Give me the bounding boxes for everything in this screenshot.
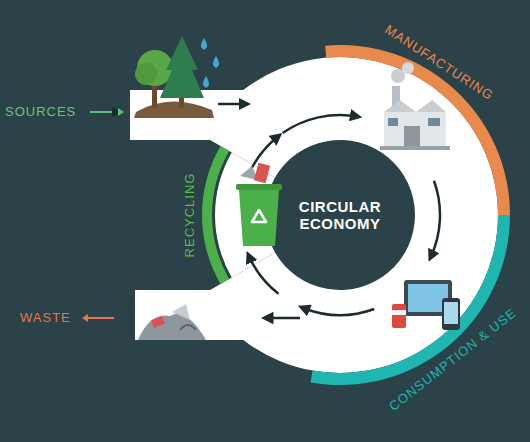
flow-arrow bbox=[218, 103, 246, 106]
recycling-band bbox=[202, 146, 229, 284]
manufacturing-band bbox=[325, 45, 510, 215]
sources-illustration bbox=[134, 36, 219, 118]
waste-pile bbox=[138, 304, 206, 340]
waste-arrowhead bbox=[82, 314, 88, 322]
recycling-bin bbox=[236, 163, 282, 246]
flow-arrow bbox=[266, 317, 300, 320]
center-title: CIRCULAR ECONOMY bbox=[285, 198, 395, 233]
stage-label: RECYCLING bbox=[183, 173, 197, 258]
flow-arrow bbox=[283, 115, 358, 133]
waste-arrow bbox=[88, 317, 114, 319]
sources-arrow bbox=[90, 111, 118, 113]
bottom-bar bbox=[135, 290, 305, 340]
flow-arrow bbox=[431, 181, 440, 257]
stage-label: SOURCES bbox=[5, 105, 76, 119]
devices-illustration bbox=[392, 280, 460, 330]
flow-arrow bbox=[249, 256, 279, 294]
stage-label: WASTE bbox=[20, 311, 71, 325]
sources-arrowhead bbox=[118, 108, 124, 116]
factory-illustration bbox=[380, 62, 450, 150]
consumption-band bbox=[310, 215, 510, 385]
flow-arrow bbox=[303, 308, 375, 315]
